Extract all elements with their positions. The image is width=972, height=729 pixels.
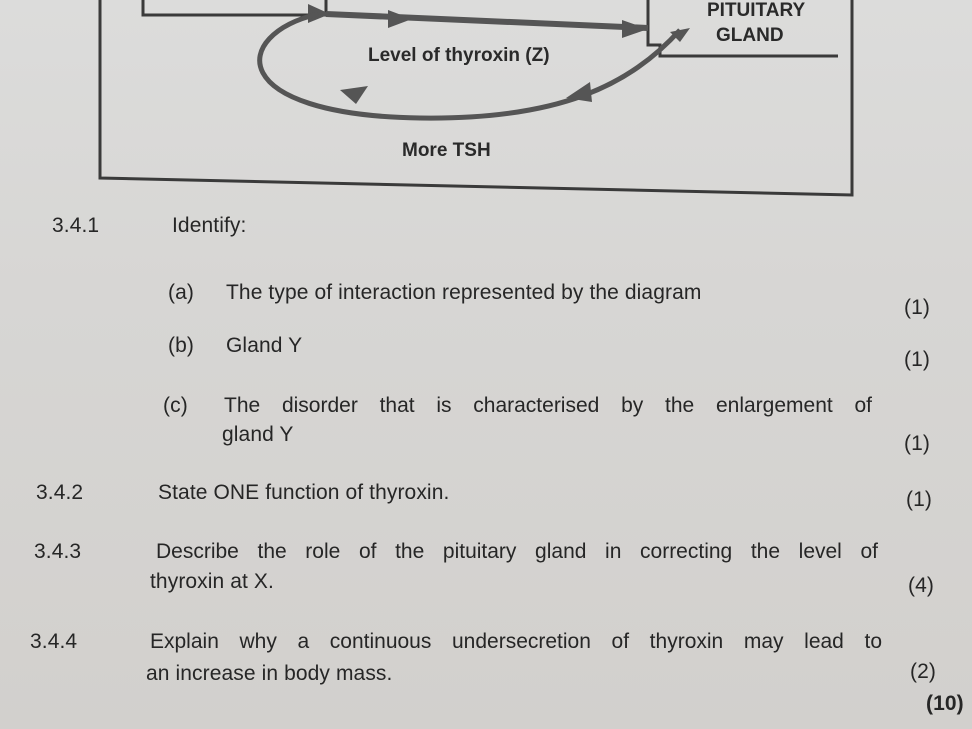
q341-number: 3.4.1: [52, 214, 100, 237]
q344-marks: (2): [910, 660, 936, 683]
q343-number: 3.4.3: [34, 540, 82, 563]
q344-text-line1: Explain why a continuous undersecretion …: [150, 630, 882, 653]
q341a-marks: (1): [904, 296, 930, 319]
q343-text-line2: thyroxin at X.: [150, 570, 274, 593]
q342-text: State ONE function of thyroxin.: [158, 481, 450, 504]
small-arrowhead: [670, 28, 690, 42]
q341c-marks: (1): [904, 432, 930, 455]
feedback-label: Level of thyroxin (Z): [368, 45, 550, 66]
q344-number: 3.4.4: [30, 630, 78, 653]
q341b-marks: (1): [904, 348, 930, 371]
arrowhead-1: [308, 4, 330, 23]
total-marks: (10): [926, 692, 964, 715]
hormone-label: More TSH: [402, 140, 491, 161]
loop-arrowhead-left: [340, 86, 368, 104]
q341a-text: The type of interaction represented by t…: [226, 281, 702, 304]
q341c-text-line1: The disorder that is characterised by th…: [224, 394, 872, 417]
pituitary-label-line2: GLAND: [716, 25, 784, 46]
q342-number: 3.4.2: [36, 481, 84, 504]
top-arrow-line: [325, 11, 649, 31]
q341-prompt: Identify:: [172, 214, 247, 237]
q342-marks: (1): [906, 488, 932, 511]
arrowhead-3: [622, 20, 648, 38]
q341b-letter: (b): [168, 334, 194, 357]
q341a-letter: (a): [168, 281, 194, 304]
q343-text-line1: Describe the role of the pituitary gland…: [156, 540, 878, 563]
q343-marks: (4): [908, 574, 934, 597]
diagram-frame: [98, 0, 854, 197]
pituitary-label-line1: PITUITARY: [707, 0, 806, 21]
feedback-loop: [257, 11, 682, 121]
q341b-text: Gland Y: [226, 334, 303, 357]
loop-arrowhead-right: [566, 82, 592, 102]
arrowhead-2: [388, 10, 412, 28]
pituitary-box: [646, 0, 838, 58]
q341c-letter: (c): [163, 394, 188, 417]
feedback-diagram: [98, 0, 854, 197]
q341c-text-line2: gland Y: [222, 423, 294, 446]
q344-text-line2: an increase in body mass.: [146, 662, 393, 685]
left-box: [141, 0, 328, 17]
